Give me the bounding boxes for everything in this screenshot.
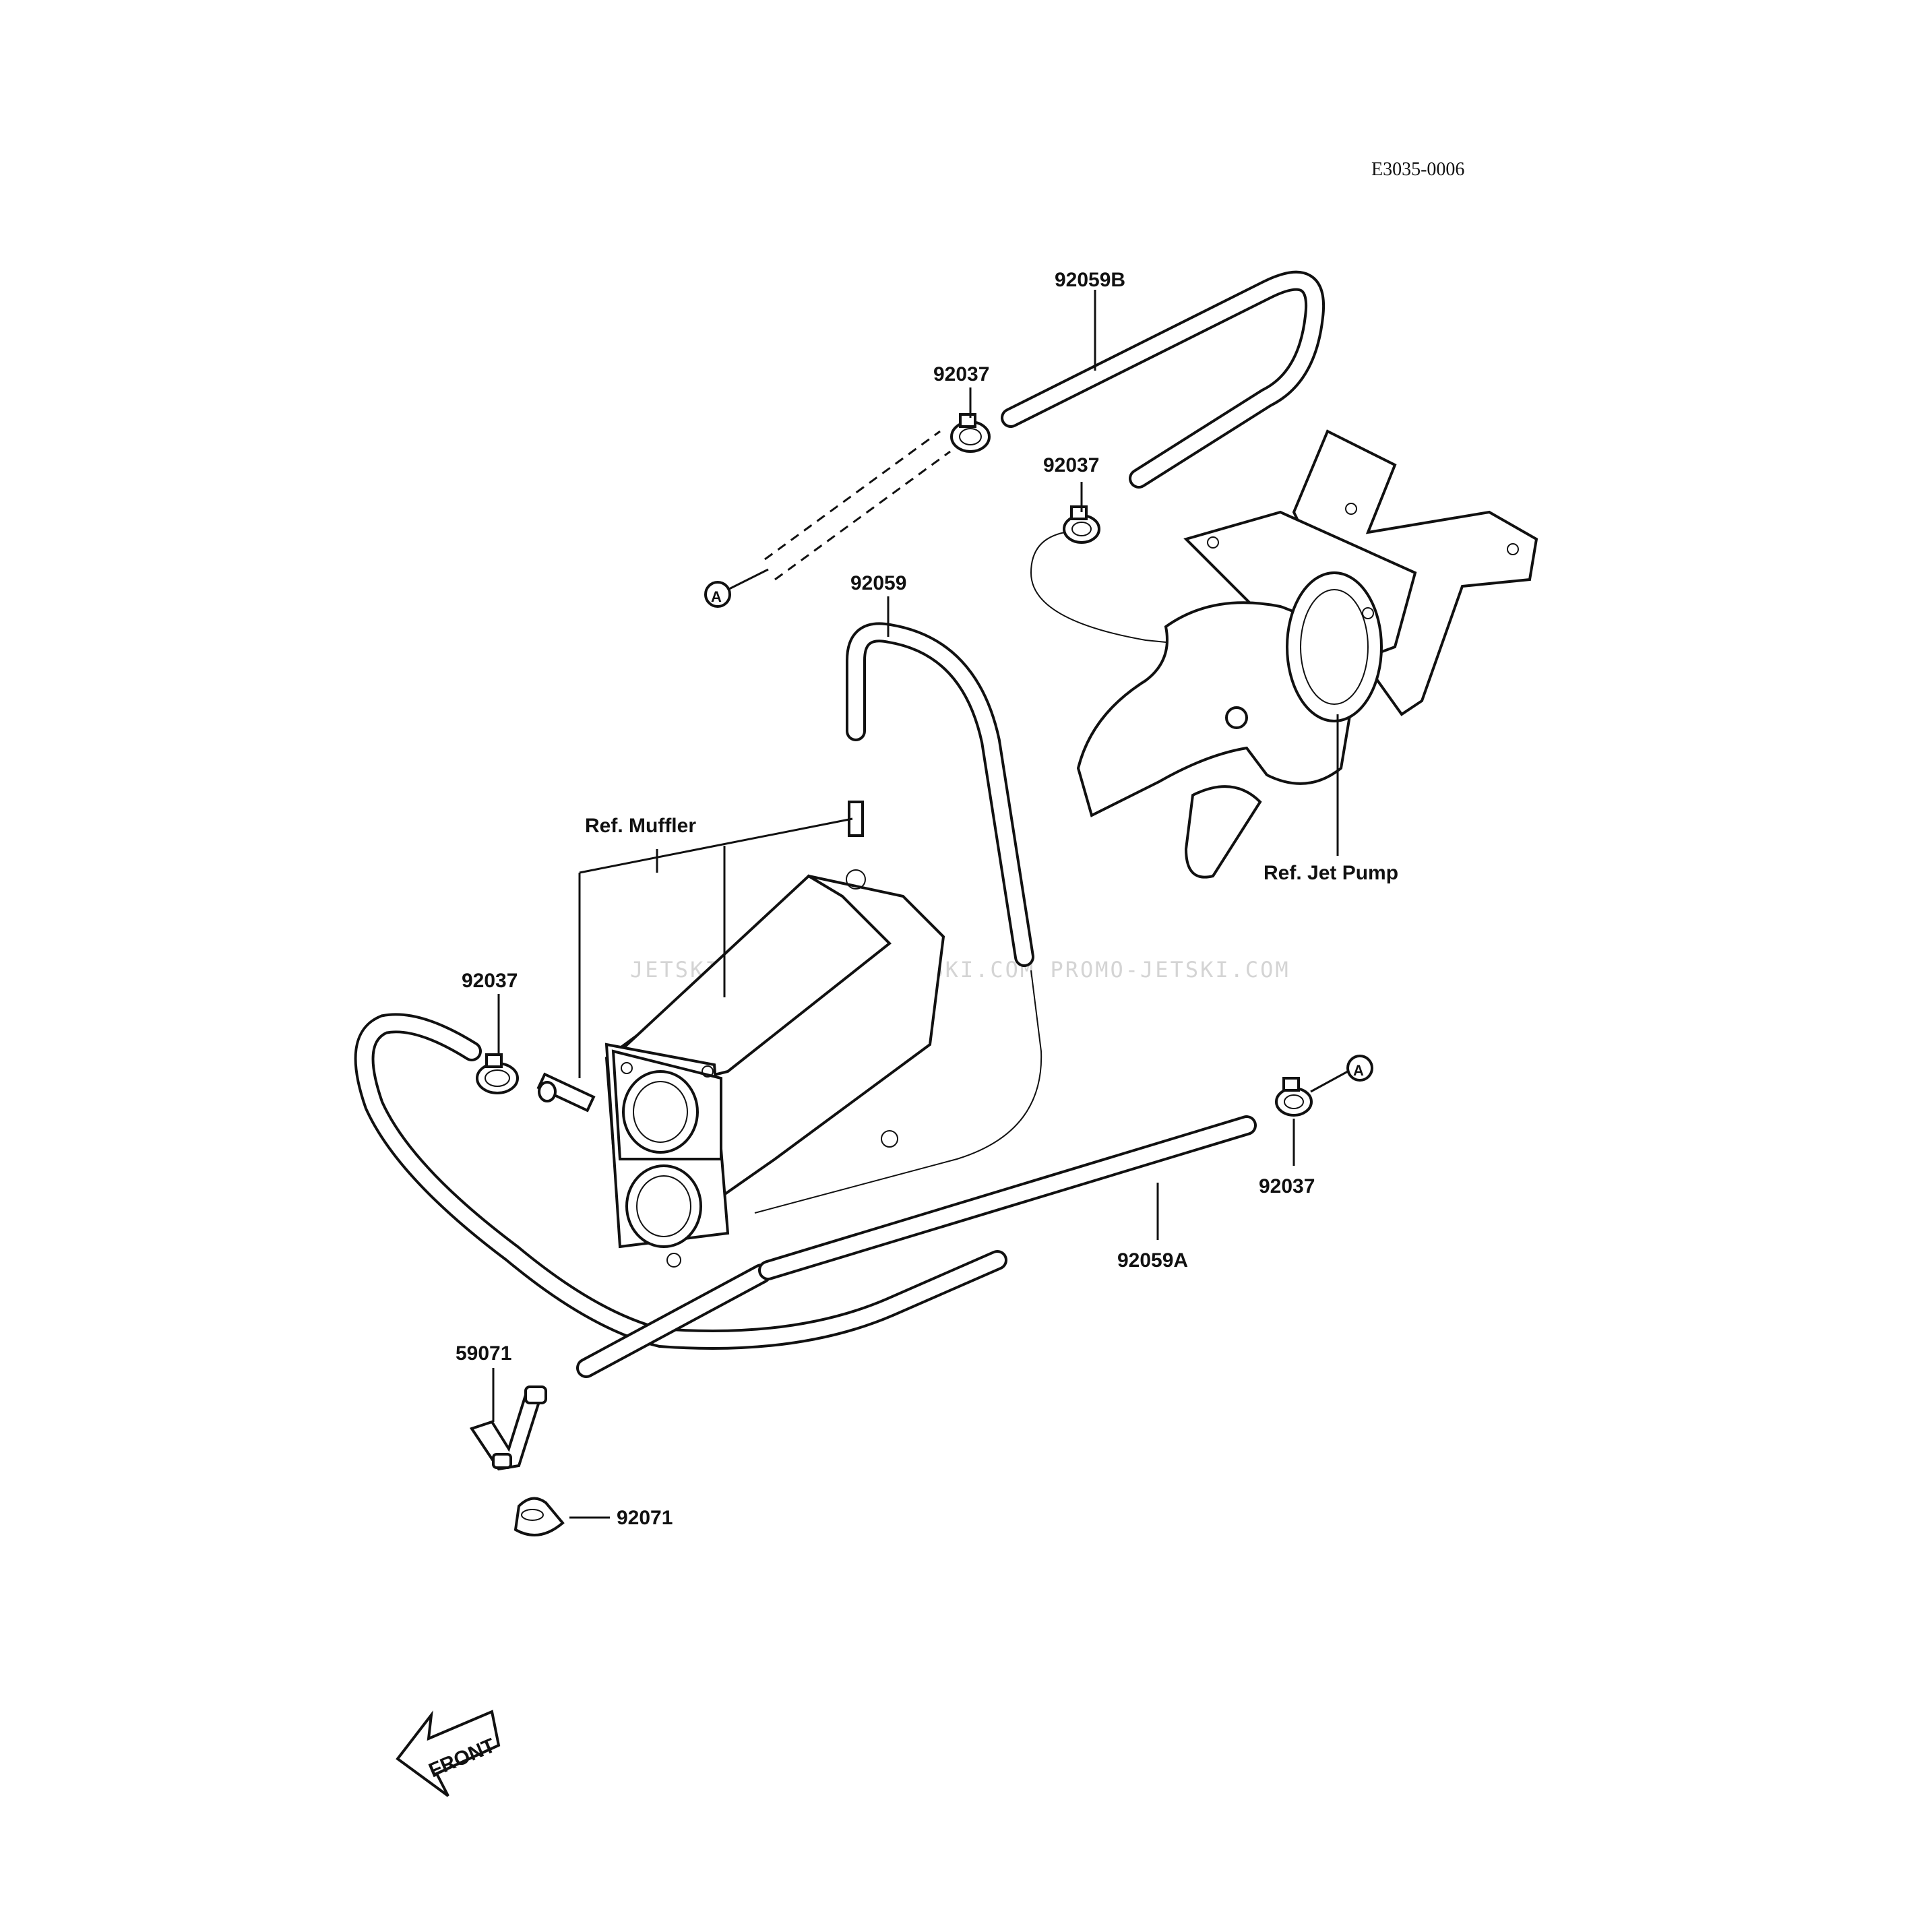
- label-92059a: 92059A: [1117, 1249, 1188, 1272]
- clamp-icon: [1063, 505, 1100, 544]
- hose-92059b: [1001, 270, 1326, 489]
- label-92059: 92059: [850, 572, 906, 594]
- callout-a-right: [1346, 1055, 1373, 1082]
- leaders-ref-muffler: [578, 817, 853, 1078]
- callout-a-right-label: A: [1353, 1062, 1364, 1079]
- front-arrow-icon: FRONT: [396, 1710, 501, 1797]
- diagram-code: E3035-0006: [1371, 159, 1464, 180]
- callout-a-top: [704, 581, 731, 608]
- hose-92059: [846, 622, 1034, 967]
- drain-tube: [754, 970, 1042, 1214]
- cap-icon: [513, 1497, 565, 1536]
- hose-left-loop: [354, 1013, 1007, 1350]
- label-clamp-right: 92037: [1259, 1175, 1315, 1197]
- jet-pump-icon: [1076, 429, 1538, 879]
- clamp-icon: [1275, 1077, 1313, 1117]
- label-92071: 92071: [617, 1507, 673, 1529]
- muffler-icon: [604, 801, 945, 1268]
- clamp-icon: [476, 1053, 519, 1094]
- label-59071: 59071: [456, 1342, 511, 1365]
- fitting-icon: [536, 1072, 596, 1113]
- leader-callout-a-right: [1310, 1070, 1348, 1093]
- label-clamp-top-mid: 92037: [1043, 454, 1099, 476]
- label-92059b: 92059B: [1055, 269, 1125, 291]
- label-ref-muffler: Ref. Muffler: [585, 815, 696, 837]
- elbow-fitting-icon: [469, 1385, 547, 1471]
- hose-92059a: [576, 1115, 1257, 1378]
- callout-a-top-label: A: [711, 588, 722, 605]
- label-ref-jet-pump: Ref. Jet Pump: [1264, 862, 1398, 884]
- thin-tube: [1030, 532, 1214, 648]
- clamp-icon: [950, 413, 991, 453]
- label-clamp-left: 92037: [462, 970, 518, 992]
- label-clamp-top-left: 92037: [933, 363, 989, 385]
- hose-dashed-to-a: [720, 430, 951, 594]
